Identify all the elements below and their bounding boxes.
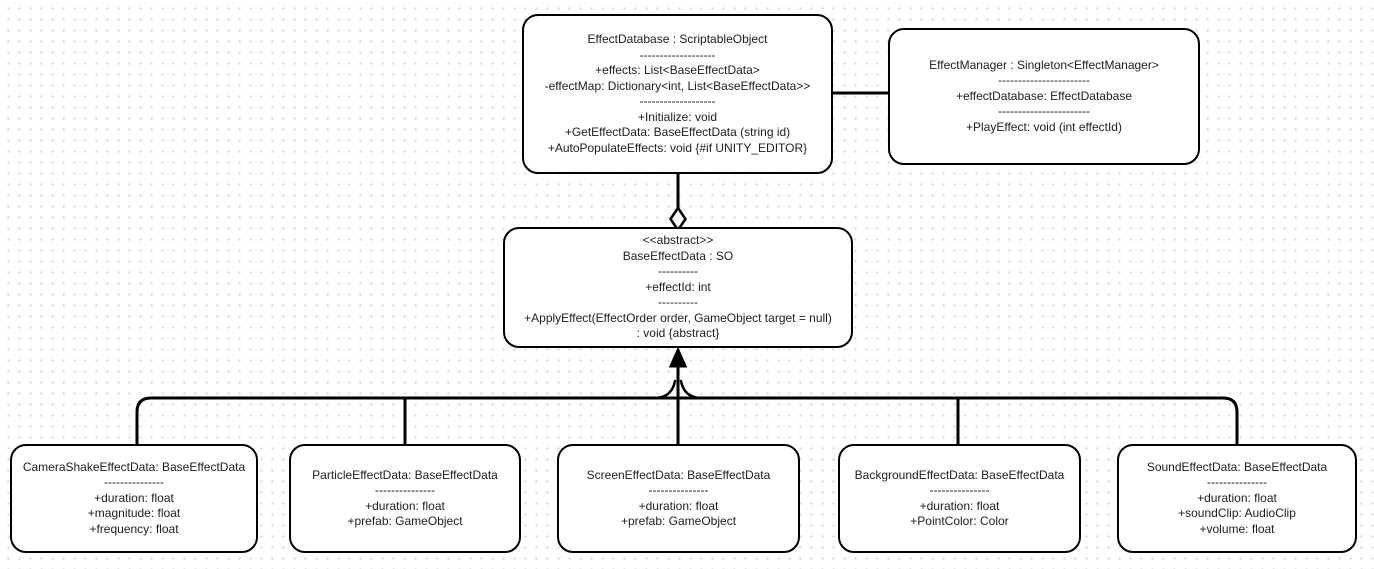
class-text-line: +magnitude: float (87, 506, 181, 521)
class-text-line: --------------- (929, 483, 990, 497)
class-text-line: +effectId: int (645, 279, 711, 294)
class-text-line: --------------- (648, 483, 709, 497)
class-text-line: +prefab: GameObject (347, 514, 463, 528)
class-node-particle-effect-data[interactable]: ParticleEffectData: BaseEffectData------… (289, 444, 521, 553)
class-text-line: +duration: float (94, 490, 174, 505)
class-text-line: ParticleEffectData: BaseEffectData (312, 467, 498, 482)
class-text-line: CameraShakeEffectData: BaseEffectData (22, 459, 246, 474)
class-text-line: +soundClip: AudioClip (1178, 506, 1296, 521)
class-text-line: ------------------- (639, 47, 716, 62)
class-text-line: BaseEffectData : SO (622, 248, 734, 263)
class-text-line: ----------------------- (998, 104, 1090, 119)
class-text-line: +AutoPopulateEffects: void {#if UNITY_ED… (547, 140, 808, 155)
class-text-line: +volume: float (1199, 521, 1275, 536)
class-text-line: ----------------------- (998, 73, 1090, 88)
class-text-line: +duration: float (1197, 490, 1277, 505)
class-text-line: SoundEffectData: BaseEffectData (1146, 459, 1328, 474)
class-text-line: +ApplyEffect(EffectOrder order, GameObje… (524, 310, 832, 325)
class-text-line: +GetEffectData: BaseEffectData (string i… (564, 125, 791, 139)
class-text-line: --------------- (375, 483, 435, 497)
class-text-line: ---------- (658, 295, 698, 310)
class-text-line: : void {abstract} (636, 326, 720, 341)
class-node-camera-shake-effect-data[interactable]: CameraShakeEffectData: BaseEffectData---… (10, 444, 258, 553)
class-node-effect-manager[interactable]: EffectManager : Singleton<EffectManager>… (888, 28, 1200, 165)
class-text-line: +PointColor: Color (910, 514, 1009, 528)
class-text-line: ------------------- (639, 94, 716, 108)
class-text-line: --------------- (104, 475, 164, 490)
inheritance-arrowhead-icon (669, 347, 687, 368)
inheritance-fillet-left (654, 379, 677, 400)
class-text-line: BackgroundEffectData: BaseEffectData (854, 467, 1065, 482)
class-text-line: +duration: float (365, 498, 445, 513)
class-text-line: +effects: List<BaseEffectData> (595, 63, 760, 77)
class-text-line: ---------- (658, 264, 698, 279)
class-text-line: ScreenEffectData: BaseEffectData (586, 467, 771, 482)
class-text-line: EffectDatabase : ScriptableObject (587, 32, 768, 46)
class-text-line: +effectDatabase: EffectDatabase (955, 88, 1132, 103)
inheritance-trunk-line[interactable] (135, 396, 1239, 446)
class-node-effect-database[interactable]: EffectDatabase : ScriptableObject-------… (522, 14, 833, 174)
class-text-line: +Initialize: void (637, 109, 718, 124)
class-text-line: <<abstract>> (642, 233, 714, 248)
class-text-line: EffectManager : Singleton<EffectManager> (929, 57, 1159, 72)
class-text-line: +duration: float (919, 498, 1000, 513)
class-text-line: -effectMap: Dictionary<int, List<BaseEff… (544, 78, 811, 93)
inheritance-fillet-right (679, 379, 702, 400)
class-text-line: --------------- (1207, 475, 1267, 490)
class-text-line: +PlayEffect: void (int effectId) (966, 119, 1122, 134)
class-node-base-effect-data[interactable]: <<abstract>>BaseEffectData : SO---------… (503, 227, 853, 348)
class-node-background-effect-data[interactable]: BackgroundEffectData: BaseEffectData----… (838, 444, 1081, 553)
class-text-line: +duration: float (638, 498, 719, 513)
class-text-line: +frequency: float (89, 521, 179, 536)
class-text-line: +prefab: GameObject (620, 514, 737, 528)
class-node-sound-effect-data[interactable]: SoundEffectData: BaseEffectData---------… (1117, 444, 1357, 553)
class-node-screen-effect-data[interactable]: ScreenEffectData: BaseEffectData--------… (557, 444, 800, 553)
